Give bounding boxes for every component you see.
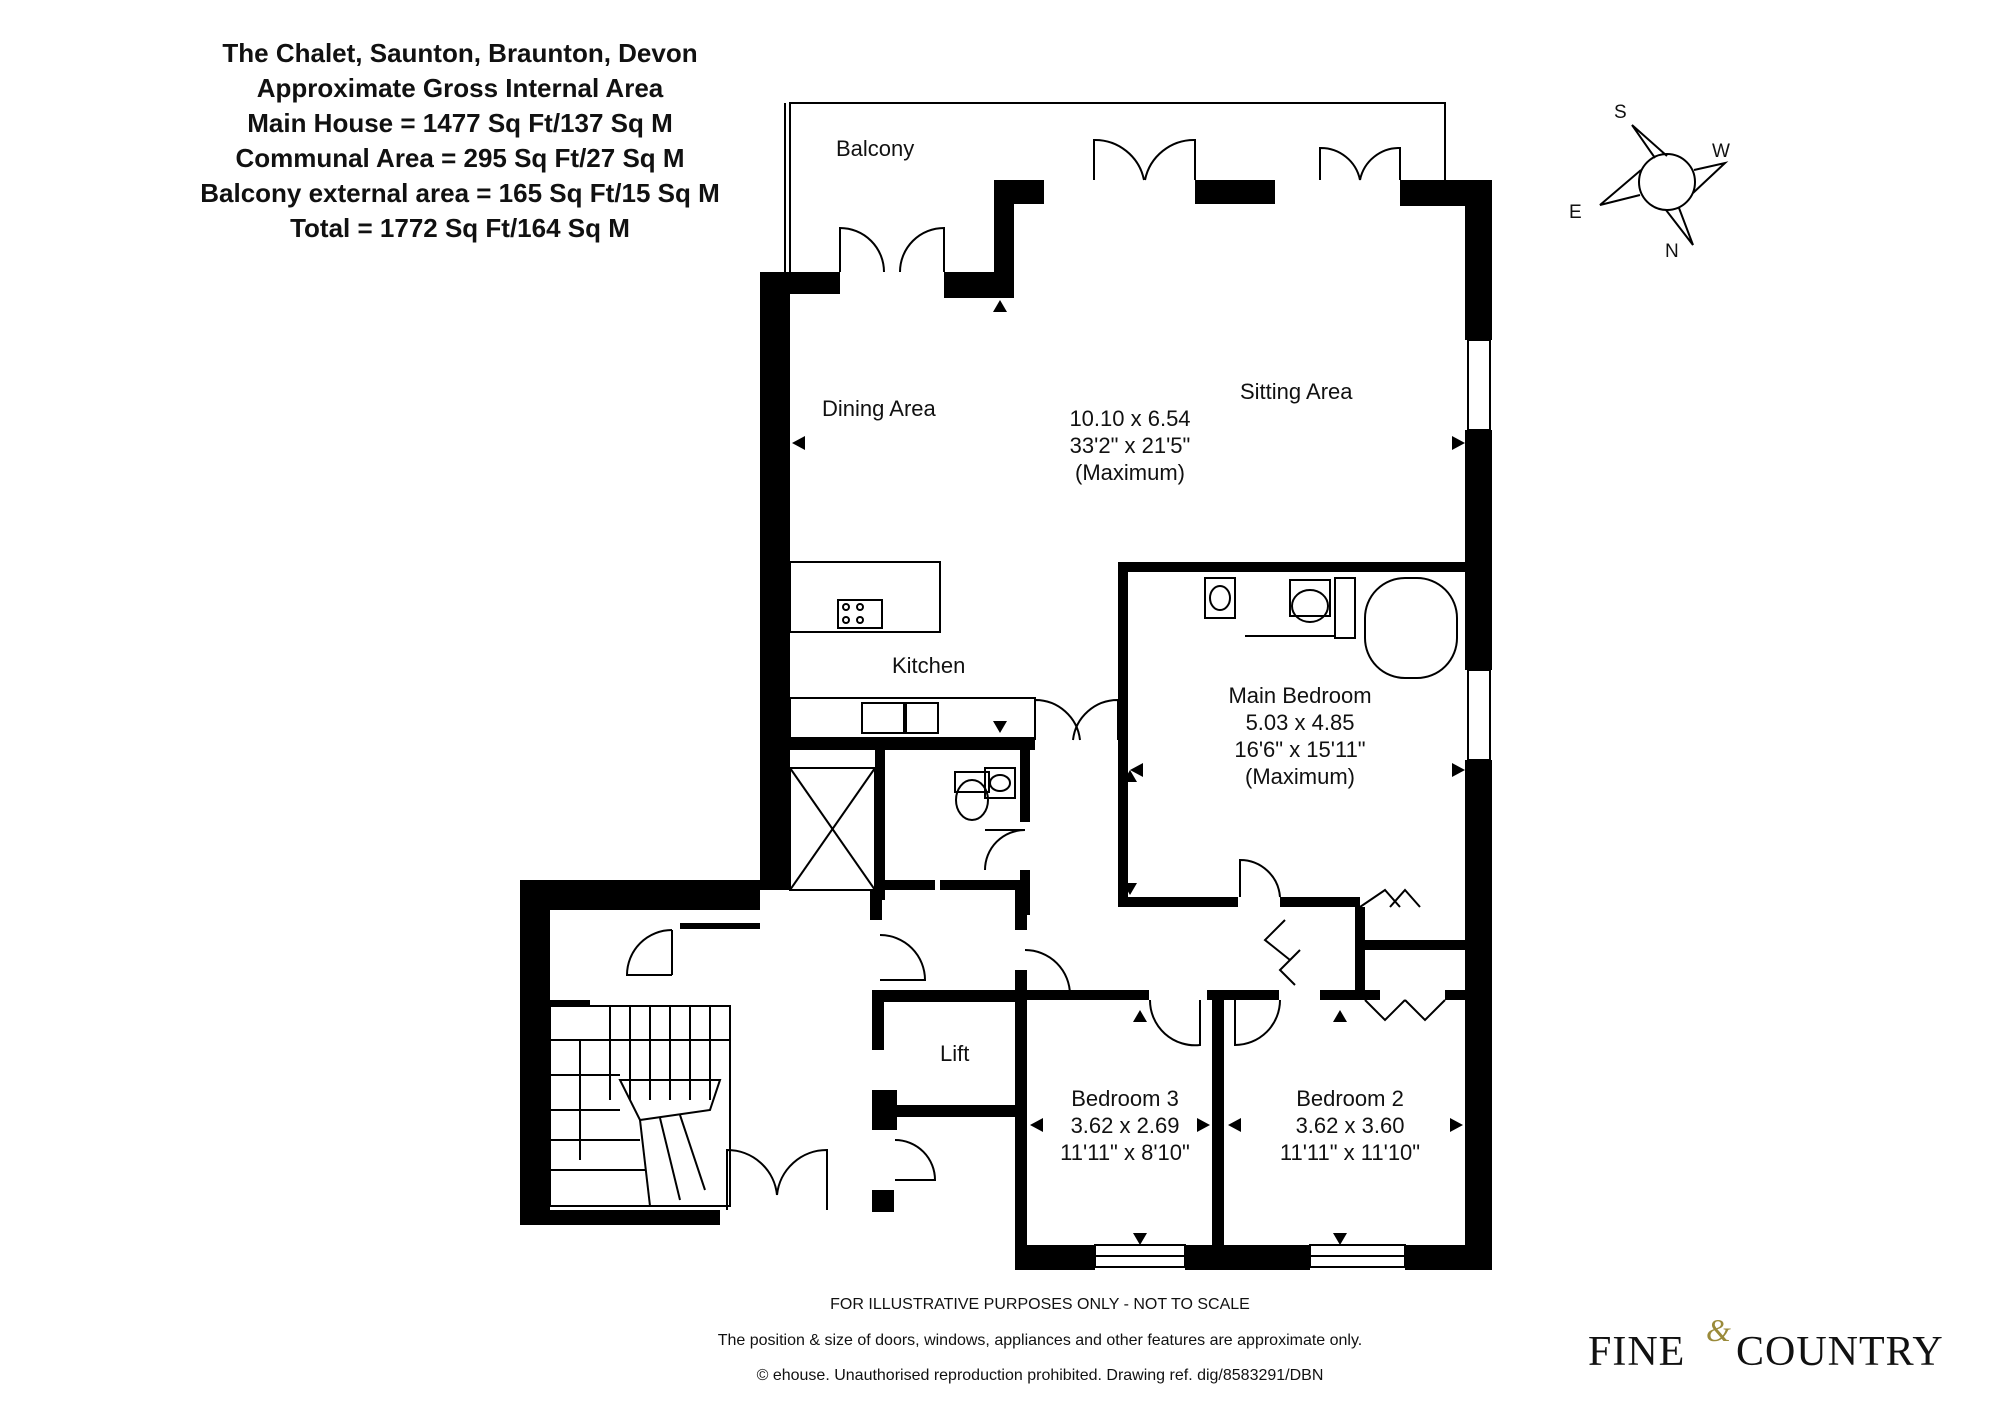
windows bbox=[1094, 339, 1491, 1268]
approximation-note: The position & size of doors, windows, a… bbox=[717, 1332, 1363, 1349]
main-house-area: Main House = 1477 Sq Ft/137 Sq M bbox=[247, 108, 673, 138]
dimension-arrows bbox=[792, 300, 1465, 1245]
room-name: Bedroom 3 bbox=[1071, 1086, 1179, 1111]
room-imperial: 16'6" x 15'11" bbox=[1234, 737, 1366, 762]
room-name: Bedroom 2 bbox=[1296, 1086, 1404, 1111]
compass-south-label: S bbox=[1614, 102, 1627, 123]
plan-title: The Chalet, Saunton, Braunton, Devon bbox=[222, 38, 698, 68]
copyright-note: © ehouse. Unauthorised reproduction proh… bbox=[756, 1367, 1324, 1384]
room-bedroom-3: Bedroom 3 3.62 x 2.69 11'11" x 8'10" bbox=[1040, 1085, 1210, 1166]
room-lift: Lift bbox=[940, 1040, 969, 1067]
room-name: Main Bedroom bbox=[1228, 683, 1372, 708]
fixtures bbox=[789, 561, 1458, 891]
logo-word-country: COUNTRY bbox=[1736, 1329, 1944, 1375]
disclaimer: FOR ILLUSTRATIVE PURPOSES ONLY - NOT TO … bbox=[830, 1296, 1250, 1313]
doors bbox=[625, 138, 1446, 1210]
room-imperial: 33'2" x 21'5" bbox=[1069, 433, 1191, 458]
room-kitchen: Kitchen bbox=[892, 652, 965, 679]
room-main-bedroom: Main Bedroom 5.03 x 4.85 16'6" x 15'11" … bbox=[1200, 682, 1400, 790]
room-sitting: Sitting Area bbox=[1240, 378, 1353, 405]
stairs bbox=[549, 1005, 731, 1207]
room-name: Balcony bbox=[836, 136, 915, 161]
balcony-area: Balcony external area = 165 Sq Ft/15 Sq … bbox=[200, 178, 720, 208]
communal-area: Communal Area = 295 Sq Ft/27 Sq M bbox=[235, 143, 685, 173]
room-metric: 3.62 x 2.69 bbox=[1070, 1113, 1180, 1138]
room-bedroom-2: Bedroom 2 3.62 x 3.60 11'11" x 11'10" bbox=[1255, 1085, 1445, 1166]
room-metric: 3.62 x 3.60 bbox=[1295, 1113, 1405, 1138]
room-living-dimensions: 10.10 x 6.54 33'2" x 21'5" (Maximum) bbox=[1050, 405, 1210, 486]
room-note: (Maximum) bbox=[1245, 764, 1355, 789]
room-name: Kitchen bbox=[892, 653, 966, 678]
balcony-outline bbox=[784, 102, 1446, 272]
walls bbox=[520, 180, 1492, 1270]
plan-subtitle: Approximate Gross Internal Area bbox=[256, 73, 664, 103]
compass-icon bbox=[1599, 124, 1729, 246]
room-name: Sitting Area bbox=[1240, 379, 1353, 404]
room-dining: Dining Area bbox=[822, 395, 936, 422]
logo-word-fine: FINE bbox=[1588, 1329, 1686, 1375]
room-metric: 10.10 x 6.54 bbox=[1069, 406, 1191, 431]
total-area: Total = 1772 Sq Ft/164 Sq M bbox=[290, 213, 630, 243]
room-balcony: Balcony bbox=[836, 135, 914, 162]
fine-and-country-logo: FINE & COUNTRY bbox=[1588, 1312, 1943, 1380]
compass-north-label: N bbox=[1665, 241, 1679, 262]
compass-east-label: E bbox=[1569, 202, 1582, 223]
logo-ampersand: & bbox=[1706, 1312, 1731, 1348]
room-imperial: 11'11" x 11'10" bbox=[1279, 1140, 1421, 1165]
room-note: (Maximum) bbox=[1075, 460, 1185, 485]
room-name: Dining Area bbox=[822, 396, 936, 421]
room-imperial: 11'11" x 8'10" bbox=[1060, 1140, 1190, 1165]
compass-west-label: W bbox=[1712, 141, 1730, 162]
room-metric: 5.03 x 4.85 bbox=[1245, 710, 1355, 735]
room-name: Lift bbox=[940, 1041, 970, 1066]
